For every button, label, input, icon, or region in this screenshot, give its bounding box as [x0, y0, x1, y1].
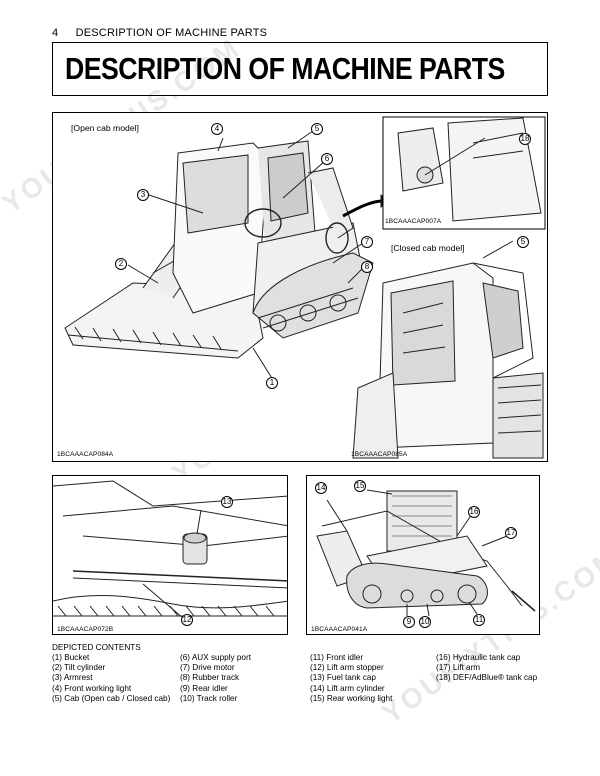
- legend-item: (13) Fuel tank cap: [310, 673, 376, 683]
- depicted-contents-legend: DEPICTED CONTENTS (1) Bucket (2) Tilt cy…: [52, 643, 548, 703]
- callout-7: 7: [361, 236, 373, 248]
- figure-code-open: 1BCAAACAP084A: [57, 451, 114, 458]
- legend-item: (2) Tilt cylinder: [52, 663, 106, 673]
- legend-heading: DEPICTED CONTENTS: [52, 643, 141, 652]
- main-figure: [Open cab model] 1BCAAACAP084A 1BCAAACAP…: [52, 112, 548, 462]
- callout-6: 6: [321, 153, 333, 165]
- callout-15: 15: [354, 480, 366, 492]
- title-box: DESCRIPTION OF MACHINE PARTS: [52, 42, 548, 96]
- legend-item: (6) AUX supply port: [180, 653, 251, 662]
- figure-code-bottom-left: 1BCAAACAP072B: [57, 626, 114, 633]
- legend-item: (1) Bucket: [52, 653, 90, 662]
- bottom-left-figure: 13 12 1BCAAACAP072B: [52, 475, 288, 635]
- bottom-right-drawing: [316, 489, 536, 617]
- legend-item: (5) Cab (Open cab / Closed cab): [52, 693, 171, 703]
- callout-2: 2: [115, 258, 127, 270]
- legend-item: (10) Track roller: [180, 693, 238, 703]
- legend-item: (17) Lift arm: [436, 663, 481, 673]
- legend-item: (9) Rear idler: [180, 683, 228, 693]
- legend-item: (12) Lift arm stopper: [310, 663, 384, 673]
- callout-8: 8: [361, 261, 373, 273]
- bottom-left-drawing: [53, 480, 287, 619]
- legend-item: (7) Drive motor: [180, 663, 235, 673]
- legend-item: (3) Armrest: [52, 673, 93, 683]
- figure-code-bottom-right: 1BCAAACAP041A: [311, 626, 368, 633]
- callout-17: 17: [505, 527, 517, 539]
- callout-11: 11: [473, 614, 485, 626]
- legend-item: (14) Lift arm cylinder: [310, 683, 385, 693]
- page-title: DESCRIPTION OF MACHINE PARTS: [65, 51, 505, 86]
- legend-item: (4) Front working light: [52, 683, 132, 693]
- main-figure-drawing: [64, 116, 546, 459]
- legend-item: (8) Rubber track: [180, 673, 240, 683]
- legend-item: (15) Rear working light: [310, 693, 393, 703]
- callout-16: 16: [468, 506, 480, 518]
- figure-code-closed: 1BCAAACAP085A: [351, 451, 408, 458]
- callout-3: 3: [137, 189, 149, 201]
- page-header: 4 DESCRIPTION OF MACHINE PARTS: [52, 27, 267, 39]
- inset-figure-code: 1BCAAACAP007A: [385, 218, 442, 225]
- callout-5: 5: [311, 123, 323, 135]
- open-cab-label: [Open cab model]: [71, 123, 139, 133]
- legend-col-2: (6) AUX supply port (7) Drive motor (8) …: [180, 653, 251, 704]
- callout-13: 13: [221, 496, 233, 508]
- legend-col-1: (1) Bucket (2) Tilt cylinder (3) Armrest…: [52, 653, 170, 704]
- callout-1: 1: [266, 377, 278, 389]
- legend-item: (18) DEF/AdBlue® tank cap: [436, 673, 538, 683]
- legend-col-4: (16) Hydraulic tank cap (17) Lift arm (1…: [436, 653, 537, 684]
- bottom-right-figure: 14 15 16 17 9 10 11 1BCAAACAP041A: [306, 475, 540, 635]
- legend-item: (16) Hydraulic tank cap: [436, 653, 521, 662]
- legend-col-3: (11) Front idler (12) Lift arm stopper (…: [310, 653, 392, 704]
- callout-18: 18: [519, 133, 531, 145]
- closed-cab-label: [Closed cab model]: [391, 243, 465, 253]
- legend-item: (11) Front idler: [310, 653, 364, 662]
- page-number: 4: [52, 27, 59, 39]
- callout-9: 9: [403, 616, 415, 628]
- callout-10: 10: [419, 616, 431, 628]
- callout-14: 14: [315, 482, 327, 494]
- section-title: DESCRIPTION OF MACHINE PARTS: [75, 27, 268, 39]
- callout-5-closed: 5: [517, 236, 529, 248]
- callout-12: 12: [181, 614, 193, 626]
- callout-4: 4: [211, 123, 223, 135]
